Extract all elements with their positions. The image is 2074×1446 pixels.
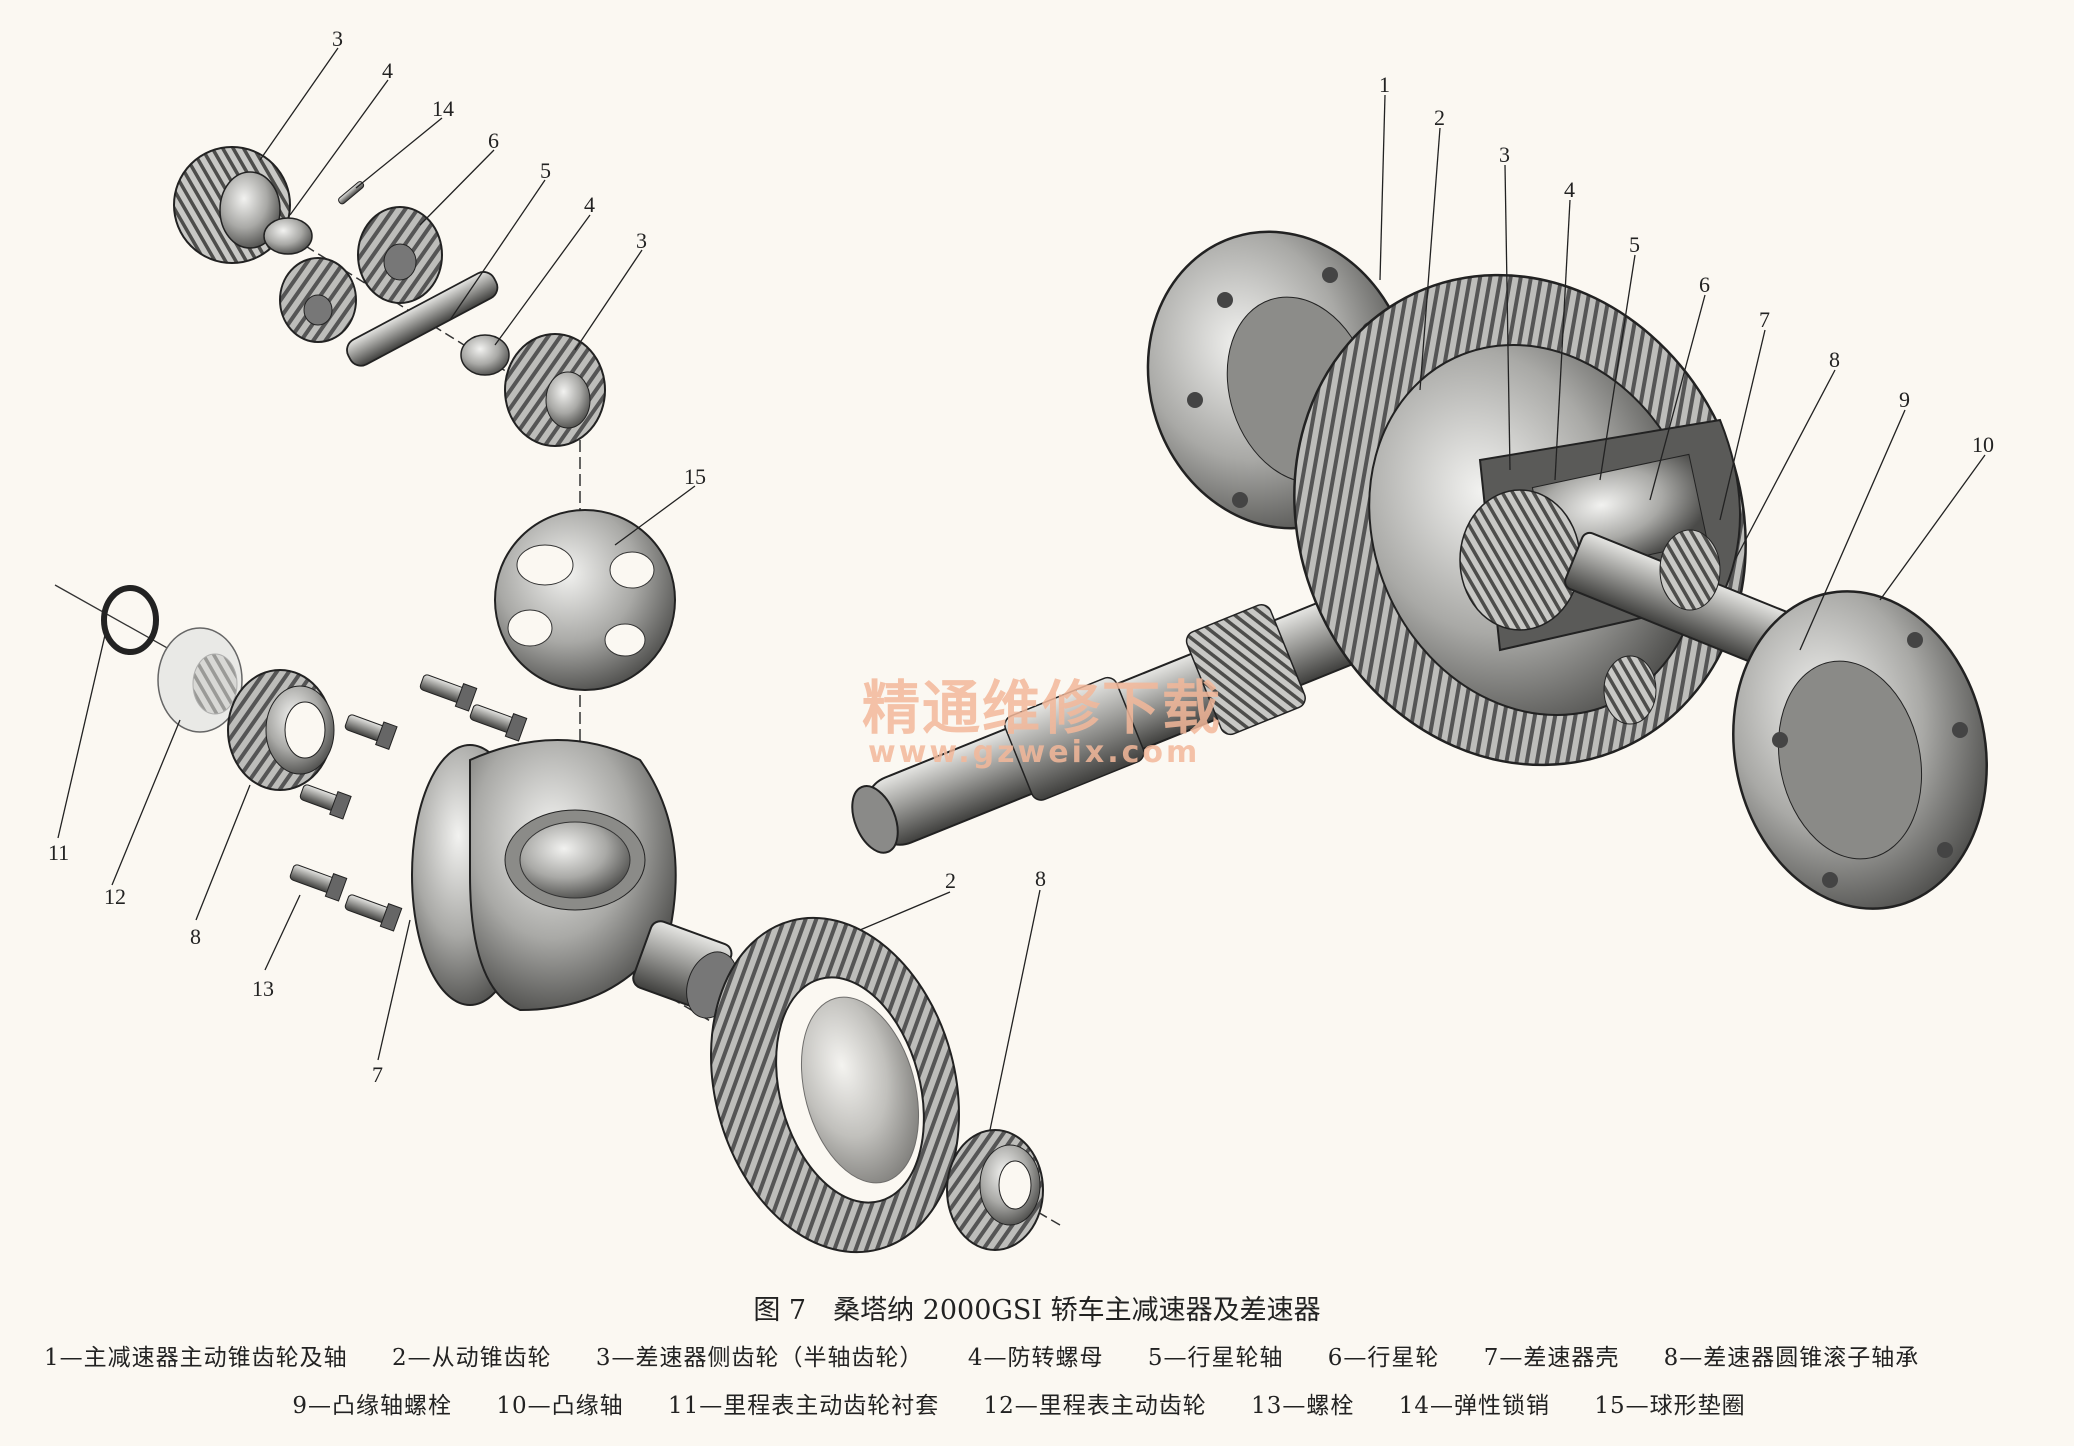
- side-gear-top: [173, 146, 291, 264]
- legend-item: 4—防转螺母: [967, 1345, 1104, 1371]
- callouts-assembly: 1 2 3 4 5 6 7 8 9 10: [1379, 72, 1994, 457]
- callout-4-lower: 4: [584, 192, 595, 217]
- legend-item: 11—里程表主动齿轮衬套: [667, 1393, 940, 1419]
- axis-line: [279, 229, 521, 381]
- callout-5: 5: [540, 158, 551, 183]
- callout-11: 11: [48, 840, 69, 865]
- legend-item: 12—里程表主动齿轮: [983, 1393, 1207, 1419]
- callout-8-right: 8: [1035, 866, 1046, 891]
- callout-a10: 10: [1972, 432, 1994, 457]
- legend-item: 10—凸缘轴: [496, 1393, 624, 1419]
- legend-item: 5—行星轮轴: [1147, 1345, 1284, 1371]
- legend-item: 14—弹性锁销: [1398, 1393, 1550, 1419]
- callout-a1: 1: [1379, 72, 1390, 97]
- callout-2-lower: 2: [945, 868, 956, 893]
- legend-item: 7—差速器壳: [1483, 1345, 1620, 1371]
- legend-item: 13—螺栓: [1251, 1393, 1355, 1419]
- figure-caption: 图 7 桑塔纳 2000GSI 轿车主减速器及差速器: [753, 1295, 1321, 1326]
- legend-item: 15—球形垫圈: [1594, 1393, 1746, 1419]
- side-gear-right: [504, 333, 606, 447]
- callout-3-right: 3: [636, 228, 647, 253]
- legend-item: 3—差速器侧齿轮（半轴齿轮）: [595, 1345, 924, 1371]
- callout-6: 6: [488, 128, 499, 153]
- callout-14: 14: [432, 96, 454, 121]
- watermark-name: 精通维修下载: [862, 674, 1222, 742]
- speedometer-gear-bushing: [101, 585, 159, 655]
- callout-3-top: 3: [332, 26, 343, 51]
- callout-4-top: 4: [382, 58, 393, 83]
- callout-13: 13: [252, 976, 274, 1001]
- legend-item: 9—凸缘轴螺栓: [292, 1393, 453, 1419]
- callout-8-left: 8: [190, 924, 201, 949]
- leader-lines: [57, 47, 1986, 1131]
- callout-a6: 6: [1699, 272, 1710, 297]
- callout-12: 12: [104, 884, 126, 909]
- drive-pinion-shaft: [851, 564, 1451, 854]
- bolts: [289, 674, 528, 932]
- planet-gear-upper: [357, 206, 443, 304]
- legend-line-1: 1—主减速器主动锥齿轮及轴 2—从动锥齿轮 3—差速器侧齿轮（半轴齿轮） 4—防…: [44, 1338, 2044, 1372]
- flange-right: [1732, 590, 1988, 910]
- callout-a2: 2: [1434, 105, 1445, 130]
- callout-a3: 3: [1499, 142, 1510, 167]
- exploded-view: [54, 146, 1061, 1254]
- thrust-nut-lower: [460, 334, 510, 376]
- assembly-view: [851, 230, 1988, 910]
- callout-15: 15: [684, 464, 706, 489]
- callout-a5: 5: [1629, 232, 1640, 257]
- callout-7: 7: [372, 1062, 383, 1087]
- legend-line-2: 9—凸缘轴螺栓 10—凸缘轴 11—里程表主动齿轮衬套 12—里程表主动齿轮 1…: [0, 1386, 2074, 1420]
- legend-item: 6—行星轮: [1327, 1345, 1440, 1371]
- thrust-nut-top: [263, 217, 313, 255]
- callout-a7: 7: [1759, 307, 1770, 332]
- bearing-assembly: [1603, 529, 1721, 725]
- roller-bearing-left: [227, 669, 335, 791]
- driven-bevel-gear: [710, 916, 960, 1254]
- differential-case: [411, 739, 738, 1019]
- callout-a9: 9: [1899, 387, 1910, 412]
- speedometer-drive-gear: [157, 627, 243, 733]
- callout-a8: 8: [1829, 347, 1840, 372]
- planet-gear-lower: [279, 257, 357, 343]
- legend-item: 1—主减速器主动锥齿轮及轴: [44, 1345, 348, 1371]
- legend-item: 2—从动锥齿轮: [391, 1345, 552, 1371]
- spherical-washer: [494, 509, 676, 691]
- planet-shaft: [346, 271, 499, 367]
- legend-item: 8—差速器圆锥滚子轴承: [1663, 1345, 1920, 1371]
- callouts-exploded: 3 4 14 6 5 4 3 15 11 12 8 13 7 2 8: [48, 26, 1046, 1087]
- callout-a4: 4: [1564, 177, 1575, 202]
- exploded-diagram: 3 4 14 6 5 4 3 15 11 12 8 13 7 2 8 1 2 3…: [48, 26, 1994, 1254]
- roller-bearing-right: [946, 1129, 1044, 1251]
- watermark-url: www.gzweix.com: [868, 735, 1200, 770]
